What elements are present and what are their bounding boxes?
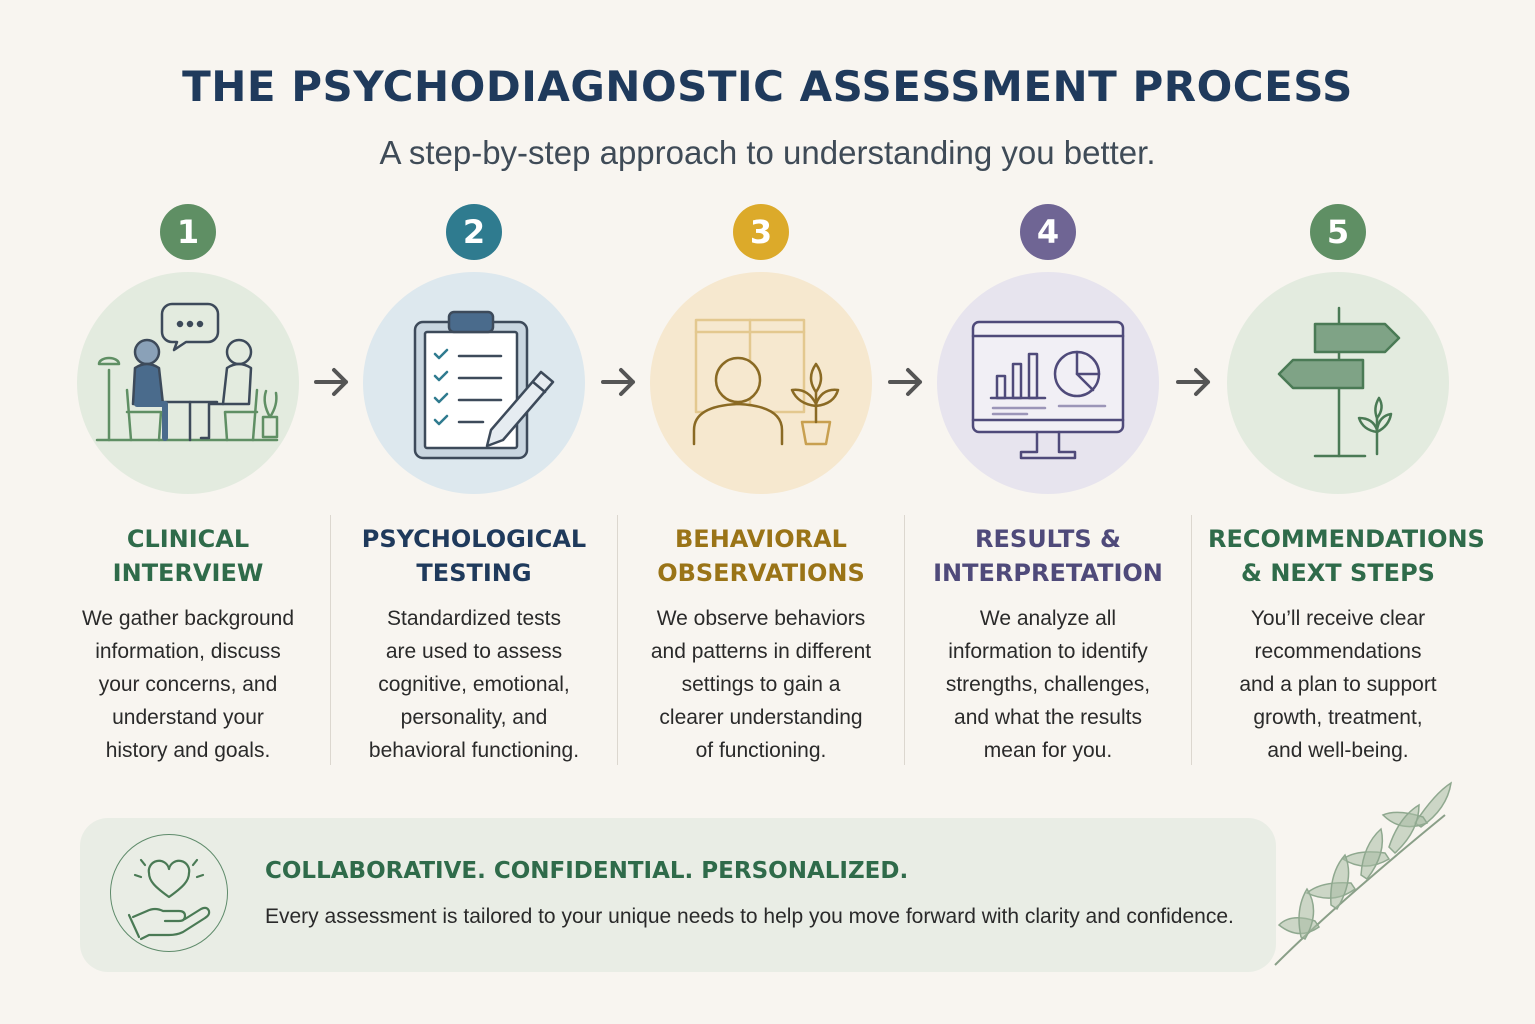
step-description: You’ll receive clear recommendations and… <box>1208 602 1468 767</box>
banner-text: Every assessment is tailored to your uni… <box>265 905 1234 928</box>
step-behavioral-observations: 3 BEHAVIORAL OBSERVATIONS We observe beh… <box>631 200 891 780</box>
step-title-line: INTERPRETATION <box>933 559 1163 587</box>
desc-line: information to identify <box>948 640 1148 663</box>
step-title-line: RECOMMENDATIONS <box>1208 525 1485 553</box>
column-divider <box>904 515 905 765</box>
desc-line: Standardized tests <box>387 607 561 630</box>
step-description: We gather background information, discus… <box>58 602 318 767</box>
desc-line: clearer understanding <box>659 706 863 729</box>
step-title-line: PSYCHOLOGICAL <box>361 525 587 553</box>
step-recommendations-next-steps: 5 RECOMMENDATIONS & NEXT STEPS You’ll re… <box>1208 200 1485 780</box>
arrow-right-icon <box>601 368 635 396</box>
step-title: RECOMMENDATIONS & NEXT STEPS <box>1208 522 1485 590</box>
desc-line: mean for you. <box>983 739 1113 762</box>
clipboard-checklist-icon <box>363 272 585 494</box>
desc-line: and well-being. <box>1267 739 1409 762</box>
step-title-line: INTERVIEW <box>112 559 264 587</box>
step-number-badge: 1 <box>160 204 216 260</box>
desc-line: You’ll receive clear <box>1250 607 1426 630</box>
signpost-icon <box>1227 272 1449 494</box>
step-number-badge: 3 <box>733 204 789 260</box>
heart-in-hand-icon <box>110 834 228 952</box>
desc-line: of functioning. <box>695 739 827 762</box>
step-clinical-interview: 1 CLINICAL INTE <box>58 200 318 780</box>
step-title: CLINICAL INTERVIEW <box>58 522 318 590</box>
values-banner: COLLABORATIVE. CONFIDENTIAL. PERSONALIZE… <box>80 818 1276 972</box>
step-psychological-testing: 2 PSYCHOLOGICAL TESTING Standardized tes… <box>344 200 604 780</box>
desc-line: We analyze all <box>979 607 1117 630</box>
arrow-right-icon <box>314 368 348 396</box>
column-divider <box>1191 515 1192 765</box>
step-title-line: OBSERVATIONS <box>657 559 865 587</box>
desc-line: We gather background <box>81 607 295 630</box>
step-number-badge: 5 <box>1310 204 1366 260</box>
leaf-branch-icon <box>1274 781 1452 966</box>
desc-line: We observe behaviors <box>656 607 866 630</box>
page-title: THE PSYCHODIAGNOSTIC ASSESSMENT PROCESS <box>182 62 1353 111</box>
desc-line: growth, treatment, <box>1253 706 1423 729</box>
step-title: BEHAVIORAL OBSERVATIONS <box>631 522 891 590</box>
desc-line: strengths, challenges, <box>945 673 1151 696</box>
desc-line: and patterns in different <box>650 640 872 663</box>
desc-line: history and goals. <box>105 739 271 762</box>
person-observation-icon <box>650 272 872 494</box>
clinical-interview-icon <box>77 272 299 494</box>
column-divider <box>330 515 331 765</box>
step-description: Standardized tests are used to assess co… <box>344 602 604 767</box>
page-subtitle: A step-by-step approach to understanding… <box>379 134 1156 171</box>
step-title: RESULTS & INTERPRETATION <box>918 522 1178 590</box>
column-divider <box>617 515 618 765</box>
step-results-interpretation: 4 RESULTS & INTERPRETATION <box>918 200 1178 780</box>
desc-line: understand your <box>112 706 264 729</box>
desc-line: cognitive, emotional, <box>378 673 570 696</box>
desc-line: settings to gain a <box>681 673 841 696</box>
step-title: PSYCHOLOGICAL TESTING <box>344 522 604 590</box>
step-description: We observe behaviors and patterns in dif… <box>631 602 891 767</box>
step-title-line: RESULTS & <box>975 525 1121 553</box>
desc-line: recommendations <box>1254 640 1422 663</box>
desc-line: are used to assess <box>385 640 563 663</box>
step-title-line: CLINICAL <box>126 525 250 553</box>
step-description: We analyze all information to identify s… <box>918 602 1178 767</box>
desc-line: information, discuss <box>95 640 281 663</box>
arrow-right-icon <box>1176 368 1210 396</box>
step-number-badge: 4 <box>1020 204 1076 260</box>
step-number-badge: 2 <box>446 204 502 260</box>
step-title-line: & NEXT STEPS <box>1241 559 1435 587</box>
arrow-right-icon <box>888 368 922 396</box>
desc-line: behavioral functioning. <box>368 739 580 762</box>
step-title-line: TESTING <box>416 559 532 587</box>
desc-line: and a plan to support <box>1239 673 1437 696</box>
monitor-chart-icon <box>937 272 1159 494</box>
desc-line: and what the results <box>954 706 1142 729</box>
banner-heading: COLLABORATIVE. CONFIDENTIAL. PERSONALIZE… <box>265 858 909 884</box>
desc-line: personality, and <box>400 706 548 729</box>
step-title-line: BEHAVIORAL <box>675 525 847 553</box>
desc-line: your concerns, and <box>98 673 278 696</box>
